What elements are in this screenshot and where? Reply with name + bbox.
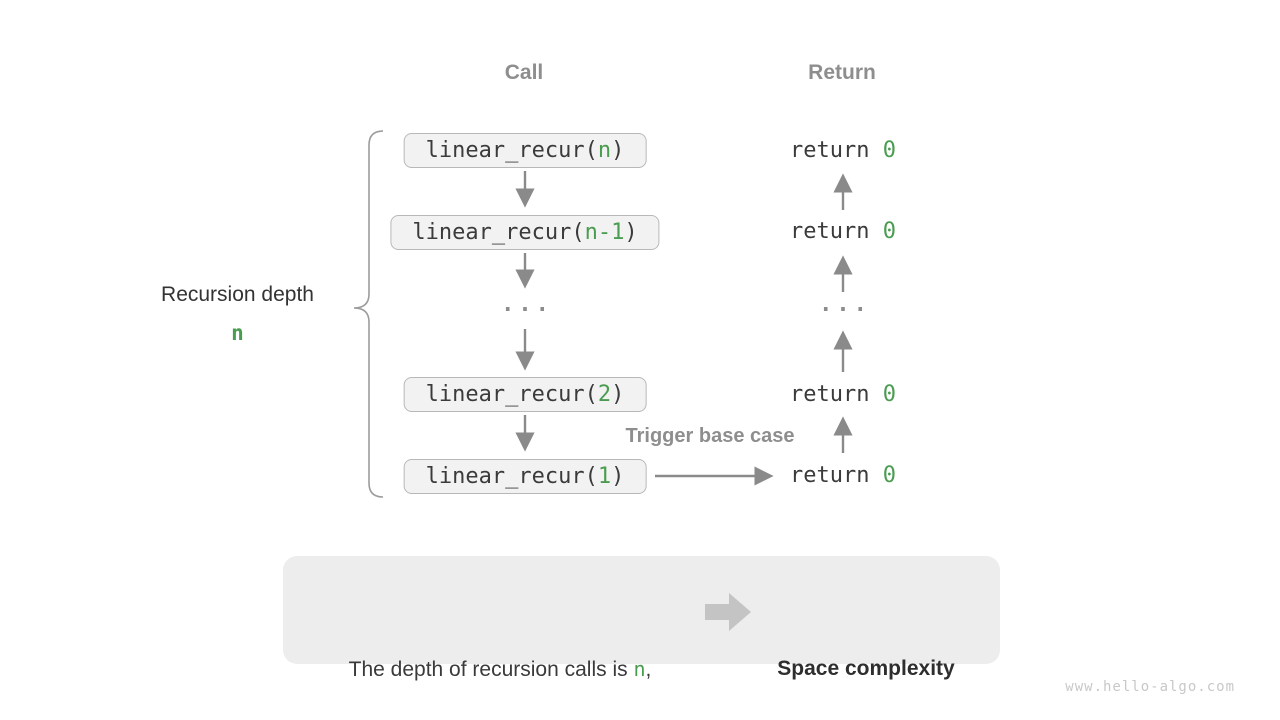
code-arg: n-1 xyxy=(584,220,625,245)
call-box-2: linear_recur(2) xyxy=(403,377,647,412)
code-text: return xyxy=(790,138,883,163)
recursion-depth-label: Recursion depth xyxy=(161,283,314,306)
code-text: linear_recur( xyxy=(425,138,598,163)
code-text: return xyxy=(790,463,883,488)
code-arg: n xyxy=(597,138,612,163)
block-arrow-icon xyxy=(705,593,751,631)
code-arg: 1 xyxy=(597,464,612,489)
return-statement-4: return 0 xyxy=(790,463,896,489)
code-text: ) xyxy=(624,220,638,245)
call-box-n: linear_recur(n) xyxy=(403,133,647,168)
summary-panel: The depth of recursion calls is n, using… xyxy=(283,556,1000,681)
code-text: return xyxy=(790,382,883,407)
code-text: linear_recur( xyxy=(425,382,598,407)
return-statement-2: return 0 xyxy=(790,219,896,245)
code-text: linear_recur( xyxy=(425,464,598,489)
return-value: 0 xyxy=(882,138,896,163)
return-column-header: Return xyxy=(808,61,876,84)
summary-text: The depth of recursion calls is n, using… xyxy=(305,574,695,720)
return-statement-1: return 0 xyxy=(790,138,896,164)
summary-result: Space complexity LinearO(n) xyxy=(756,574,976,720)
code-text: ) xyxy=(611,138,625,163)
return-ellipsis: ... xyxy=(819,292,871,317)
code-text: ) xyxy=(611,464,625,489)
recursion-depth-brace xyxy=(353,130,384,498)
call-box-1: linear_recur(1) xyxy=(403,459,647,494)
summary-text-part: , xyxy=(645,658,652,681)
watermark: www.hello-algo.com xyxy=(1065,679,1235,695)
code-text: linear_recur( xyxy=(412,220,585,245)
return-value: 0 xyxy=(882,463,896,488)
space-complexity-title: Space complexity xyxy=(777,657,955,680)
summary-var: n xyxy=(633,657,646,681)
code-arg: 2 xyxy=(597,382,612,407)
code-text: return xyxy=(790,219,883,244)
trigger-base-case-label: Trigger base case xyxy=(625,425,795,447)
call-column-header: Call xyxy=(504,61,544,84)
summary-line-1: The depth of recursion calls is n, xyxy=(305,650,695,689)
call-ellipsis: ... xyxy=(501,292,553,317)
summary-text-part: The depth of recursion calls is xyxy=(348,658,634,681)
call-box-n-1: linear_recur(n-1) xyxy=(390,215,660,250)
code-text: ) xyxy=(611,382,625,407)
return-value: 0 xyxy=(882,382,896,407)
return-statement-3: return 0 xyxy=(790,382,896,408)
return-value: 0 xyxy=(882,219,896,244)
recursion-depth-value: n xyxy=(231,321,244,345)
